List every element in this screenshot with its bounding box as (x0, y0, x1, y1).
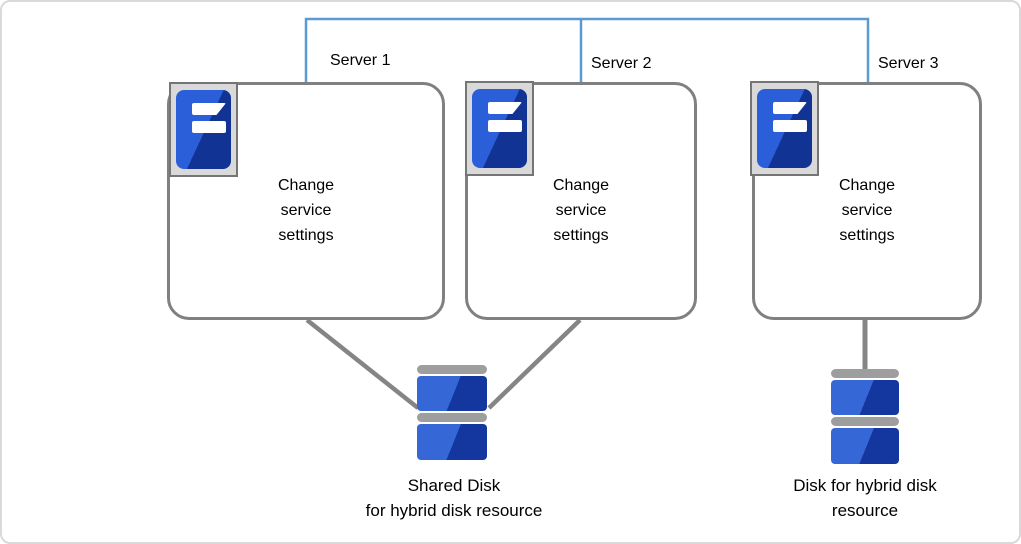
connector-server2-shared-disk (487, 318, 582, 410)
connector-server1-shared-disk (305, 318, 420, 410)
disk-platter (417, 424, 487, 460)
server-1-icon (169, 82, 238, 177)
server-3-action-text: Change service settings (838, 177, 896, 244)
network-trunk-line (304, 17, 870, 82)
server-slot-icon (488, 120, 522, 132)
shared-disk-caption: Shared Disk for hybrid disk resource (365, 476, 543, 520)
disk-bar (417, 365, 487, 374)
server-2-action-text: Change service settings (552, 177, 610, 244)
server-2-icon (465, 81, 534, 176)
server-tower-glyph (472, 89, 527, 168)
server-2-label: Server 2 (591, 55, 652, 72)
server-slot-icon (192, 103, 226, 115)
server-slot-icon (192, 121, 226, 133)
server-tower-glyph (757, 89, 812, 168)
server-slot-icon (488, 102, 522, 114)
server-1-action-text: Change service settings (277, 177, 335, 244)
server-tower-glyph (176, 90, 231, 169)
server-3-label: Server 3 (878, 55, 939, 72)
server-3-icon (750, 81, 819, 176)
server-slot-icon (773, 120, 807, 132)
server-slot-icon (773, 102, 807, 114)
disk-bar (831, 369, 899, 378)
hybrid-disk-caption: Disk for hybrid disk resource (793, 476, 937, 520)
disk-platter (831, 380, 899, 415)
disk-platter (417, 376, 487, 411)
hybrid-disk-icon (831, 369, 899, 464)
disk-bar (831, 417, 899, 426)
server-1-label: Server 1 (330, 52, 391, 69)
disk-platter (831, 428, 899, 464)
shared-disk-icon (417, 365, 487, 460)
disk-bar (417, 413, 487, 422)
